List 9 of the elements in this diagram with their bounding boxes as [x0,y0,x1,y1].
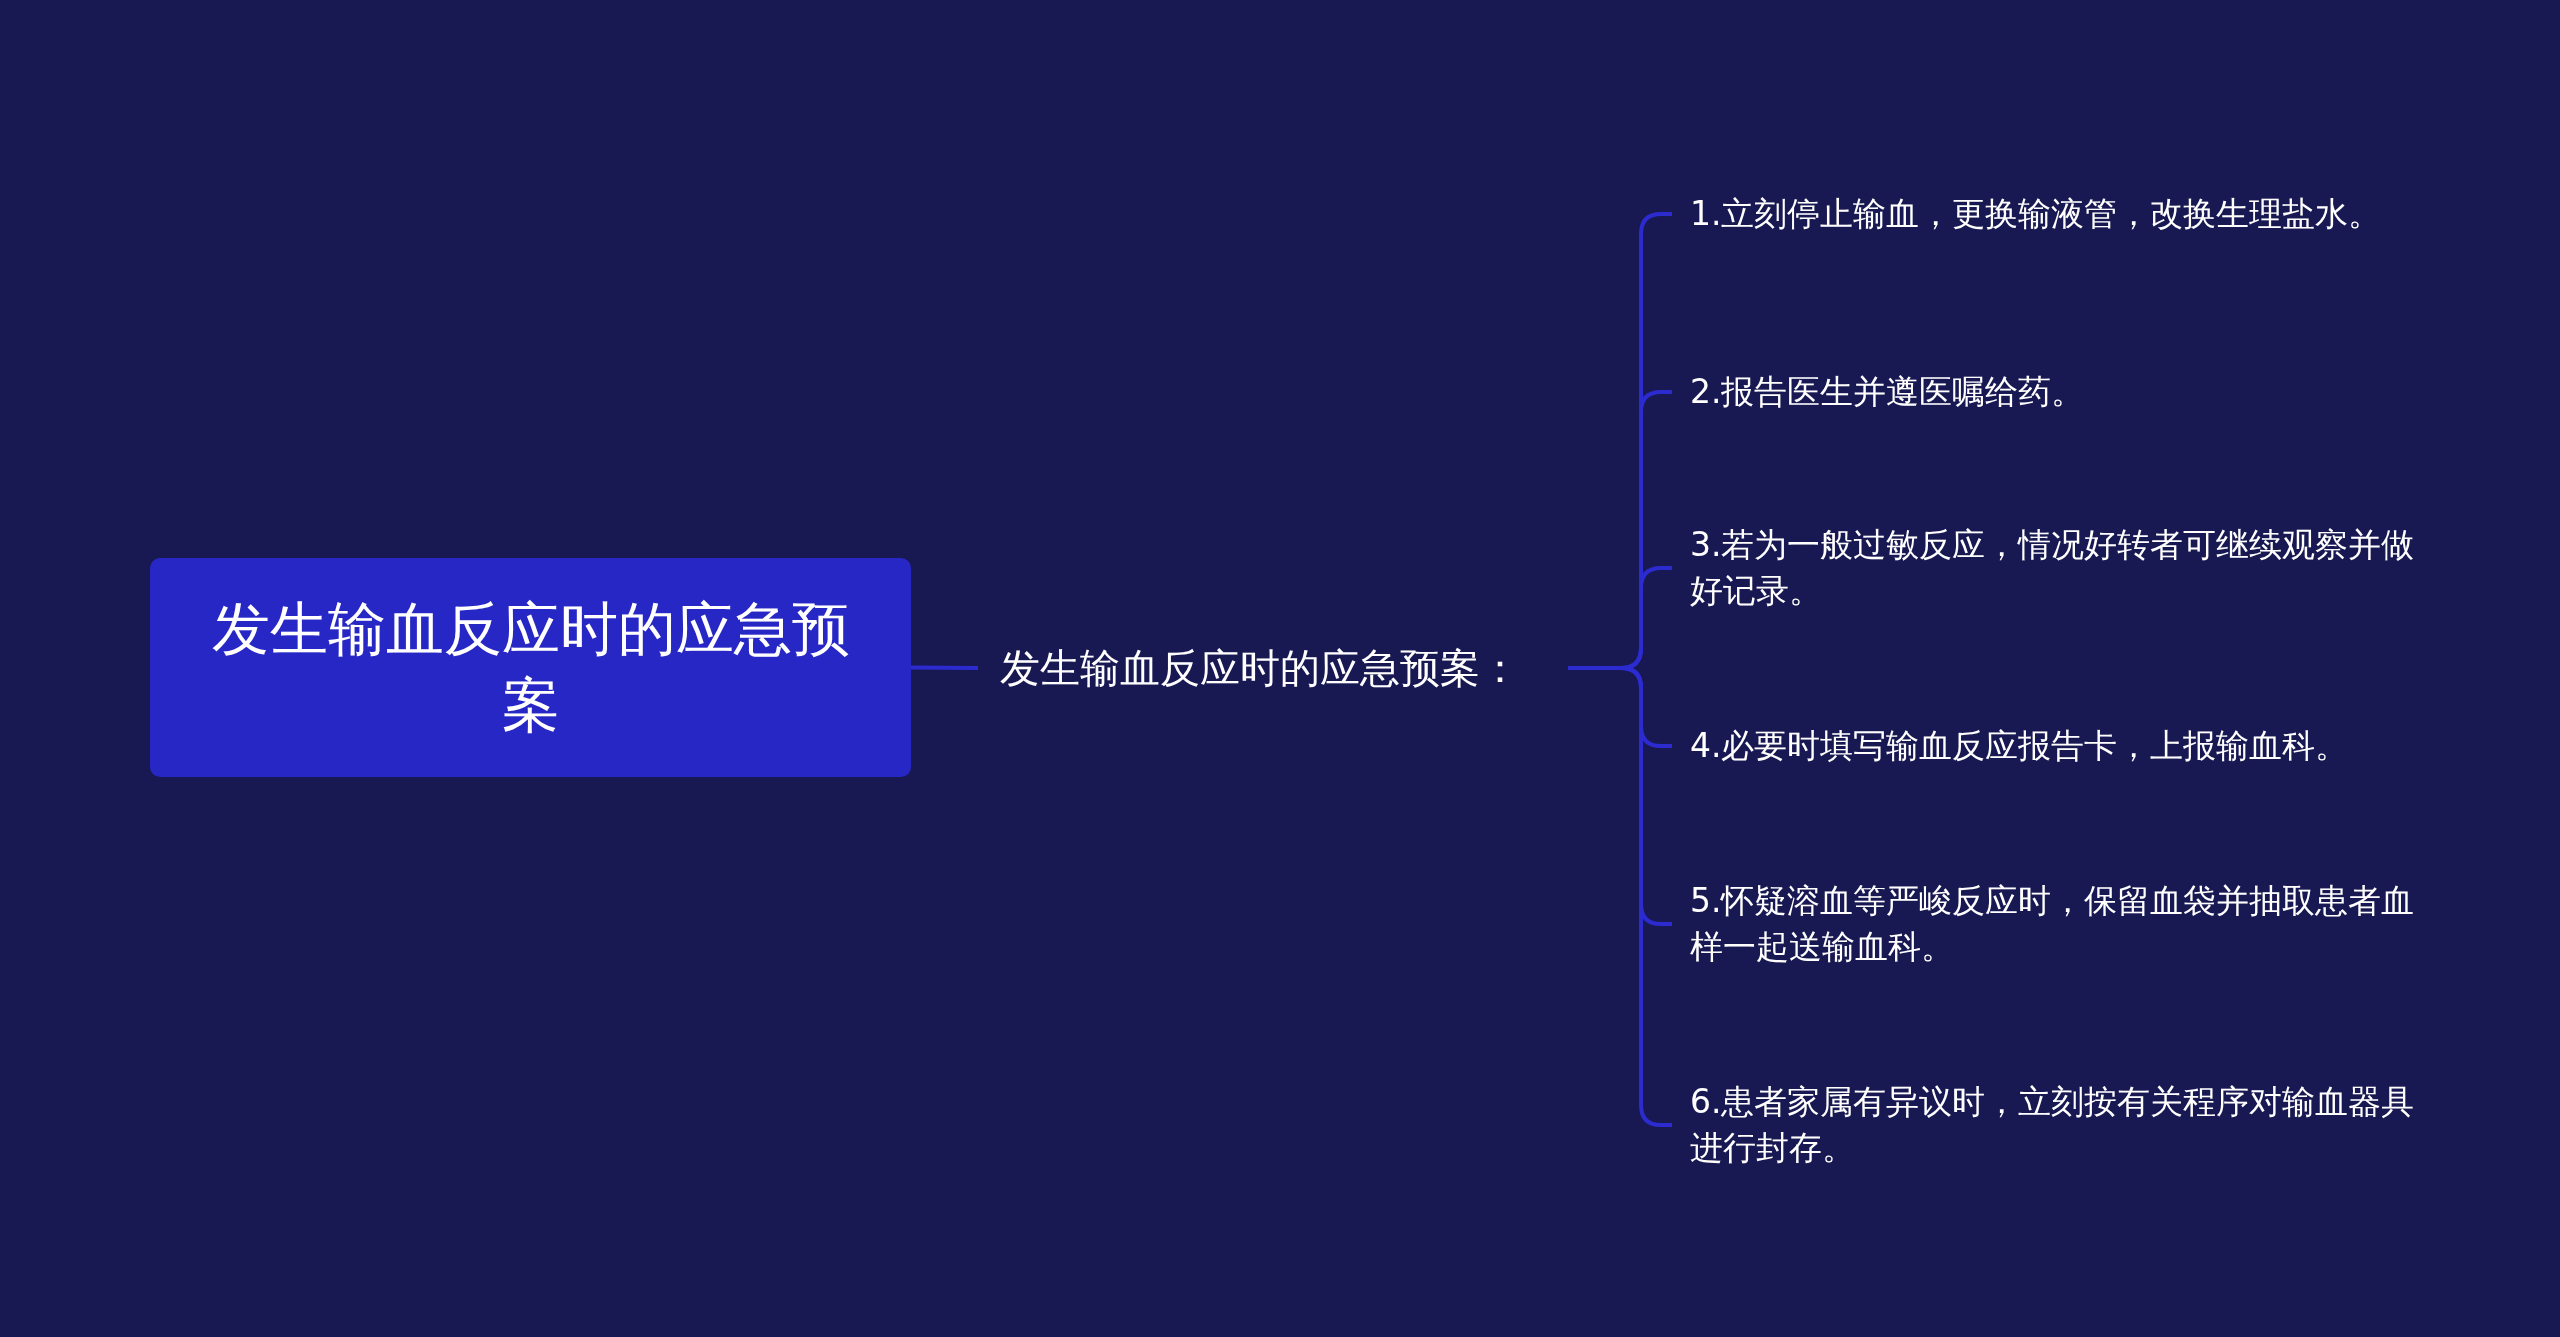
subtopic-text: 1.立刻停止输血，更换输液管，改换生理盐水。 [1672,190,2432,238]
subtopic-text: 6.患者家属有异议时，立刻按有关程序对输血器具进行封存。 [1672,1078,2432,1172]
topic-text: 发生输血反应时的应急预案： [978,640,1568,696]
subtopic-text: 5.怀疑溶血等严峻反应时，保留血袋并抽取患者血样一起送输血科。 [1672,877,2432,971]
subtopic-text: 2.报告医生并遵医嘱给药。 [1672,368,2432,416]
subtopic-text: 3.若为一般过敏反应，情况好转者可继续观察并做好记录。 [1672,521,2432,615]
root-topic-box: 发生输血反应时的应急预案 [150,558,911,777]
subtopic-text: 4.必要时填写输血反应报告卡，上报输血科。 [1672,722,2432,770]
connector-line [911,665,978,670]
